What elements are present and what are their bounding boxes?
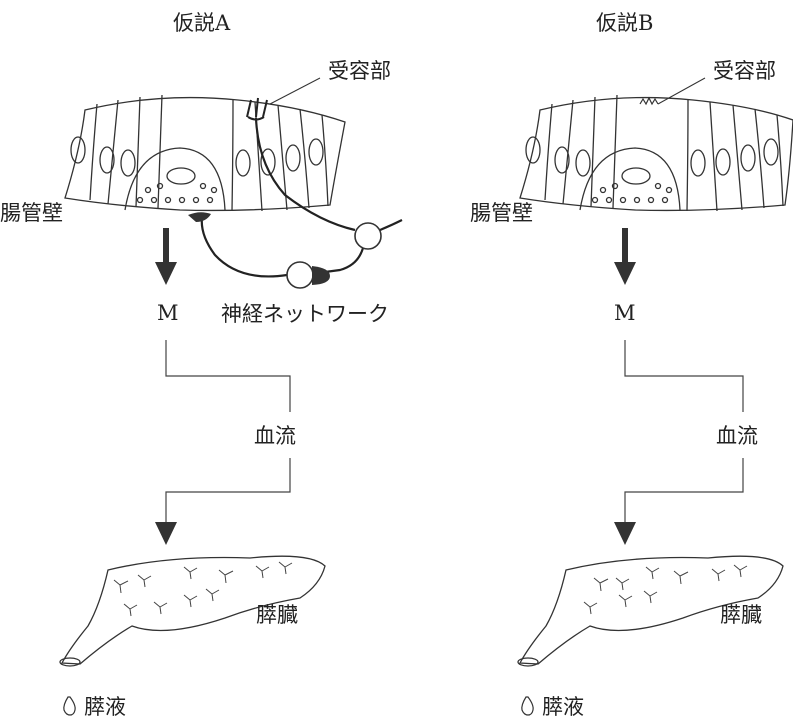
panel-b-title: 仮説B xyxy=(596,11,653,35)
down-arrow-b xyxy=(614,228,636,285)
intestinal-wall-a xyxy=(65,95,345,211)
receptor-a-leader xyxy=(270,78,320,104)
nerve-cell-lower-a xyxy=(287,262,313,288)
receptor-b-label: 受容部 xyxy=(713,59,776,83)
receptor-a-label: 受容部 xyxy=(328,59,391,83)
juice-drop-a xyxy=(64,697,75,715)
hormone-m-b-label: M xyxy=(614,301,636,325)
intestinal-wall-b xyxy=(520,95,793,211)
blood-arrow-a xyxy=(155,522,177,545)
blood-flow-b-label: 血流 xyxy=(716,424,758,448)
synapse-terminal-a1 xyxy=(312,266,330,285)
panel-a-title: 仮説A xyxy=(173,11,231,35)
down-arrow-a xyxy=(155,228,177,285)
nerve-network-a-label: 神経ネットワーク xyxy=(221,302,389,326)
pancreas-b-label: 膵臓 xyxy=(720,603,762,627)
pancreatic-juice-a-label: 膵液 xyxy=(84,695,126,719)
synapse-terminal-a2 xyxy=(188,212,211,222)
blood-flow-a-label: 血流 xyxy=(254,424,296,448)
juice-drop-b xyxy=(522,697,533,715)
intestinal-wall-b-label: 腸管壁 xyxy=(470,201,533,225)
hormone-m-a-label: M xyxy=(157,301,179,325)
nerve-cell-upper-a xyxy=(355,223,381,249)
panel-hypothesis-b: 仮説B xyxy=(470,11,793,719)
blood-arrow-b xyxy=(614,522,636,545)
panel-hypothesis-a: 仮説A xyxy=(0,11,402,719)
pancreatic-juice-b-label: 膵液 xyxy=(542,695,584,719)
pancreas-a-label: 膵臓 xyxy=(256,603,298,627)
intestinal-wall-a-label: 腸管壁 xyxy=(0,201,63,225)
